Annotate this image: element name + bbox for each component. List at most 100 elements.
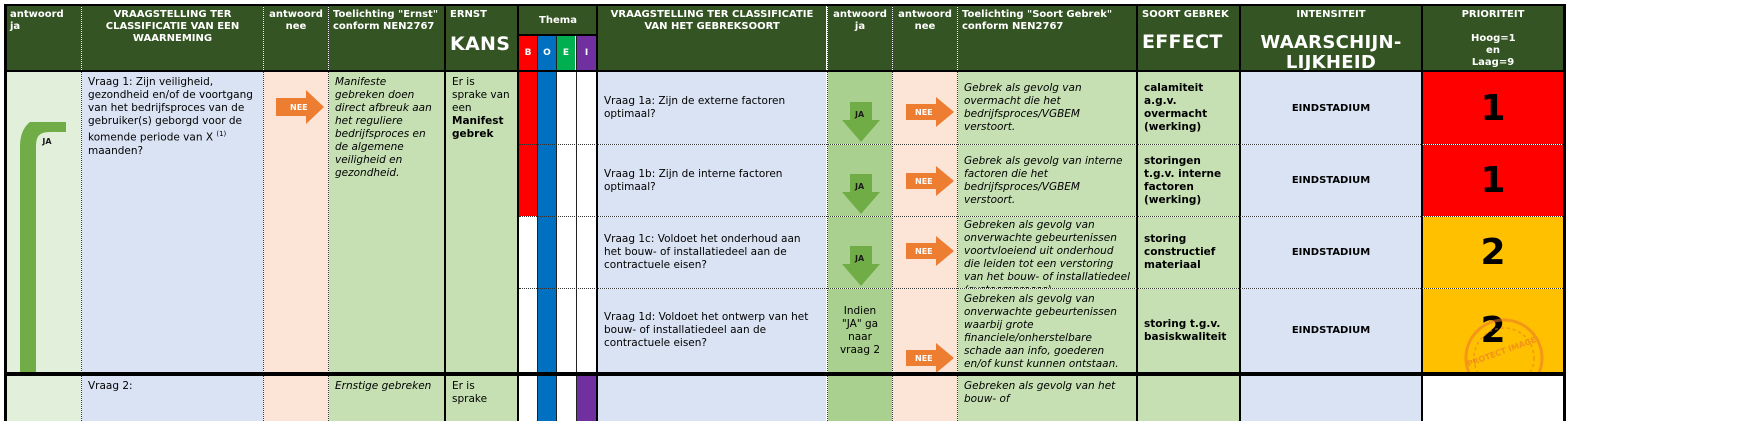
row-prioriteit-text: 2 [1480,310,1506,351]
thema-e-column [557,72,575,372]
row-1d-yes-text: Indien "JA" ga naar vraag 2 [839,304,881,356]
grid-line [537,36,538,421]
section1-answer-no-cell [264,72,328,372]
grid-line [556,36,557,421]
header-waarschijnlijkheid: WAARSCHIJN-LIJKHEID [1260,32,1402,71]
row-toelichting-text: Gebreken als gevolg van onverwachte gebe… [964,219,1130,288]
header-answer-yes-left: antwoord ja [6,6,81,70]
grid-line [519,144,1563,145]
thema-e-header: E [557,36,575,70]
row-1c-ja-arrow-icon: JA [842,246,880,286]
row-1d-intensiteit: EINDSTADIUM [1241,289,1421,372]
row-1a-question: Vraag 1a: Zijn de externe factoren optim… [598,72,826,144]
thema-letter: O [543,48,551,58]
row-2-thema-i [577,376,596,421]
header-text: antwoord ja [833,9,887,32]
row-toelichting-text: Gebreken als gevolg van onverwachte gebe… [964,293,1119,370]
grid-line [827,6,828,421]
thema-o-header: O [538,36,556,70]
row-1a-ja-arrow-icon: JA [842,102,880,142]
section1-kans-bold: Manifest gebrek [452,115,504,140]
grid-line [81,6,82,421]
row-1c-question: Vraag 1c: Voldoet het onderhoud aan het … [598,217,826,288]
row-soort-text: calamiteit a.g.v. overmacht (werking) [1144,82,1208,133]
row-2-question: Vraag 2: [82,376,263,421]
section1-question-end: maanden? [88,144,144,157]
grid-line [596,4,598,421]
row-2-soort [1138,376,1239,421]
grid-line [4,4,1566,6]
thema-b-column-blank [519,216,537,372]
header-toelichting-soort: Toelichting "Soort Gebrek" conform NEN27… [958,6,1136,70]
row-toelichting-text: Gebrek als gevolg van overmacht die het … [964,82,1082,133]
header-text: Thema [539,15,577,26]
grid-line [4,4,7,421]
row-2-question-type [598,376,826,421]
row-prioriteit-text: 1 [1480,87,1506,129]
row-1d-prioriteit: 2 [1423,289,1563,372]
grid-line [1421,4,1423,421]
header-text: antwoord nee [269,9,323,32]
row-2-question-text: Vraag 2: [88,380,133,392]
row-1c-nee-arrow-icon: NEE [906,236,954,266]
row-1d-question: Vraag 1d: Voldoet het ontwerp van het bo… [598,289,826,372]
row-question-text: Vraag 1b: Zijn de interne factoren optim… [604,167,783,193]
section1-question: Vraag 1: Zijn veiligheid, gezondheid en/… [82,72,263,372]
header-answer-no-right: antwoord nee [893,6,957,70]
grid-line [957,6,958,421]
grid-line [576,36,577,421]
ja-loop-label: JA [36,134,58,148]
row-1c-ja-text: JA [854,254,865,263]
thema-i-header: I [577,36,596,70]
header-text: VRAAGSTELLING TER CLASSIFICATIE VAN HET … [610,9,814,32]
header-text: Toelichting "Soort Gebrek" conform NEN27… [962,9,1113,32]
section1-footnote: (1) [216,130,227,138]
sheet-background-right [1566,0,1745,421]
header-intensiteit-label: INTENSITEIT [1296,9,1366,20]
row-1a-intensiteit: EINDSTADIUM [1241,72,1421,144]
header-text: antwoord nee [898,9,952,32]
row-intensiteit-text: EINDSTADIUM [1291,325,1371,336]
row-1b-nee-text: NEE [915,177,933,186]
row-question-text: Vraag 1c: Voldoet het onderhoud aan het … [604,233,801,271]
header-soort-gebrek: SOORT GEBREK [1142,9,1229,20]
row-prioriteit-text: 1 [1480,160,1506,201]
row-2-toelichting-text: Ernstige gebreken [335,380,432,392]
row-soort-text: storing t.g.v. basiskwaliteit [1144,317,1227,343]
row-2-intensiteit [1241,376,1421,421]
header-text: antwoord ja [10,9,64,32]
header-kans: KANS [450,33,511,55]
header-effect: EFFECT [1142,31,1223,53]
section1-toelichting-text: Manifeste gebreken doen direct afbreuk a… [335,76,432,179]
header-toelichting-ernst: Toelichting "Ernst" conform NEN2767 [329,6,444,70]
row-2-toelichting: Ernstige gebreken [329,376,444,421]
row-soort-text: storingen t.g.v. interne factoren (werki… [1144,154,1222,206]
row-1b-ja-arrow-icon: JA [842,174,880,214]
row-1d-nee-arrow-icon: NEE [906,343,954,373]
header-text: VRAAGSTELLING TER CLASSIFICATIE VAN EEN … [105,9,240,44]
header-ernst: ERNST [450,9,487,20]
row-1b-question: Vraag 1b: Zijn de interne factoren optim… [598,145,826,216]
thema-o-column [538,72,556,421]
row-1b-toelichting: Gebrek als gevolg van interne factoren d… [958,145,1136,216]
header-prioriteit: PRIORITEIT Hoog=1 en Laag=9 [1423,6,1563,70]
row-2-soort-toelichting: Gebreken als gevolg van het bouw- of [958,376,1136,421]
grid-line [519,34,596,36]
row-1c-nee-text: NEE [915,247,933,256]
row-2-kans-text: Er is sprake [452,380,488,405]
row-2-kans: Er is sprake [446,376,517,421]
row-1c-soort: storing constructief materiaal [1138,217,1239,288]
row-intensiteit-text: EINDSTADIUM [1291,102,1371,114]
grid-line [263,6,264,421]
section1-nee-text: NEE [290,103,308,112]
section1-toelichting: Manifeste gebreken doen direct afbreuk a… [329,72,444,372]
grid-line [519,216,1563,217]
header-intensiteit: INTENSITEIT WAARSCHIJN-LIJKHEID [1241,6,1421,70]
section1-question-text: Vraag 1: Zijn veiligheid, gezondheid en/… [88,76,253,144]
grid-line [4,372,1566,376]
row-1b-ja-text: JA [854,182,865,191]
section1-kans: Er is sprake van een Manifest gebrek [446,72,517,372]
grid-line [1239,4,1241,421]
row-1d-soort: storing t.g.v. basiskwaliteit [1138,289,1239,372]
